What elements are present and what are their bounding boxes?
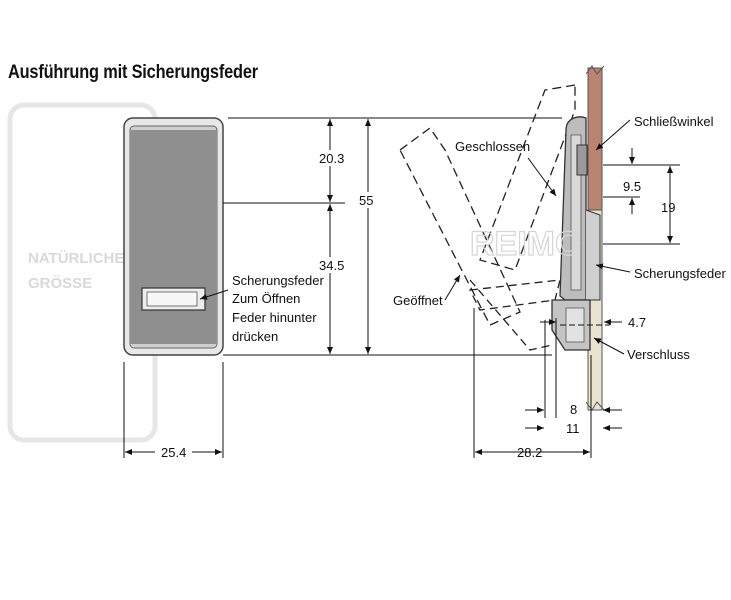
open-position-outline-2	[399, 127, 521, 326]
leader-spring	[595, 263, 631, 273]
dim-9-5: 9.5	[623, 179, 641, 194]
label-lock: Verschluss	[627, 347, 690, 362]
dim-label-bg	[357, 192, 379, 208]
spring-closed	[585, 209, 601, 301]
label-closed: Geschlossen	[455, 139, 530, 154]
leader-bracket	[595, 119, 631, 151]
spring-leader	[199, 289, 229, 300]
front-label-line3: Feder hinunter	[232, 310, 317, 325]
leader-opened	[444, 274, 461, 301]
front-label-line2: Zum Öffnen	[232, 291, 300, 306]
side-view	[399, 65, 680, 411]
label-spring: Scherungsfeder	[634, 266, 726, 281]
dim-25-4: 25.4	[161, 445, 186, 460]
leader-closed	[527, 157, 557, 197]
watermark-line2: GRÖSSE	[28, 275, 92, 292]
wall-break-top	[585, 65, 605, 75]
dim-8: 8	[570, 402, 577, 417]
spring-slot-inner	[146, 291, 198, 307]
label-bracket: Schließwinkel	[634, 114, 714, 129]
dim-28-2: 28.2	[517, 445, 542, 460]
front-dimensions	[123, 117, 562, 458]
page-title: Ausführung mit Sicherungsfeder	[8, 62, 258, 83]
dim-19: 19	[661, 200, 675, 215]
front-spring-label: Scherungsfeder Zum Öffnen Feder hinunter…	[232, 273, 324, 344]
front-label-line1: Scherungsfeder	[232, 273, 324, 288]
bracket	[576, 144, 588, 176]
leader-lock	[593, 337, 625, 355]
front-plate-face	[130, 130, 217, 344]
front-label-line4: drücken	[232, 329, 278, 344]
dim-label-bg	[317, 150, 343, 166]
dim-11: 11	[566, 421, 580, 436]
brand-watermark: REIMO	[470, 225, 581, 263]
side-leaders	[444, 119, 631, 355]
watermark-line1: NATÜRLICHE	[28, 250, 124, 267]
label-opened: Geöffnet	[393, 293, 443, 308]
side-dimensions	[473, 148, 673, 458]
front-view	[123, 117, 229, 356]
wall-break-bottom	[585, 401, 605, 411]
open-position-outline-1	[479, 84, 576, 271]
dim-34-5: 34.5	[319, 258, 344, 273]
dim-20-3: 20.3	[319, 151, 344, 166]
open-position-outline-4	[469, 279, 553, 351]
dim-55: 55	[359, 193, 373, 208]
dim-label-bg	[317, 257, 343, 273]
dim-4-7: 4.7	[628, 315, 646, 330]
